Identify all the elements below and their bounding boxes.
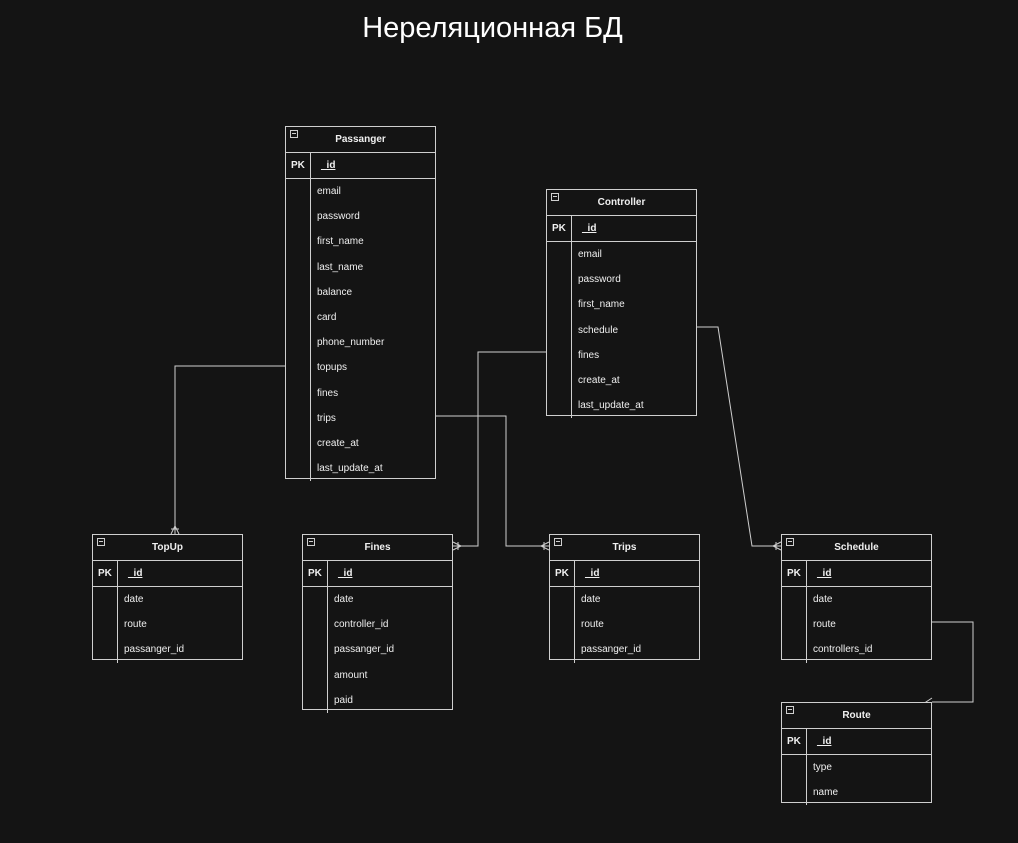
entity-route[interactable]: Route PK _id type name (781, 702, 932, 806)
collapse-icon[interactable] (290, 130, 298, 138)
field-row: passanger_id (334, 644, 395, 656)
field-row: password (578, 274, 621, 286)
pk-field: _id (128, 568, 143, 579)
field-list: date route controllers_id (782, 587, 931, 663)
field-row: email (578, 249, 602, 261)
primary-key-row: PK _id (303, 561, 452, 587)
entity-name: Schedule (834, 542, 879, 553)
link-schedule-route (932, 621, 974, 703)
field-row: date (334, 594, 354, 606)
collapse-icon[interactable] (786, 706, 794, 714)
pk-label: PK (787, 568, 801, 579)
field-row: last_update_at (317, 463, 383, 475)
entity-header[interactable]: Route (782, 703, 931, 729)
pk-label: PK (555, 568, 569, 579)
entity-schedule[interactable]: Schedule PK _id date route controllers_i… (781, 534, 932, 663)
field-row: passanger_id (581, 644, 642, 656)
pk-label: PK (552, 223, 566, 234)
entity-header[interactable]: Schedule (782, 535, 931, 561)
entity-name: TopUp (152, 542, 183, 553)
field-row: fines (578, 349, 600, 361)
field-row: last_update_at (578, 400, 644, 412)
field-row: fines (317, 387, 339, 399)
primary-key-row: PK _id (286, 153, 435, 179)
field-row: schedule (578, 324, 619, 336)
entity-fines[interactable]: Fines PK _id date controller_id passange… (302, 534, 453, 713)
field-row: passanger_id (124, 644, 185, 656)
field-row: type (813, 762, 832, 774)
field-row: route (813, 619, 836, 631)
entity-name: Route (842, 710, 871, 721)
diagram-title: Нереляционная БД (362, 12, 623, 44)
field-row: balance (317, 286, 353, 298)
link-passanger-trips (436, 415, 549, 547)
field-row: last_name (317, 261, 364, 273)
pk-label: PK (291, 160, 305, 171)
field-row: first_name (578, 299, 625, 311)
link-controller-schedule (697, 326, 781, 547)
collapse-icon[interactable] (97, 538, 105, 546)
pk-label: PK (308, 568, 322, 579)
entity-topup[interactable]: TopUp PK _id date route passanger_id (92, 534, 243, 663)
entity-header[interactable]: Passanger (286, 127, 435, 153)
field-row: trips (317, 412, 336, 424)
entity-name: Passanger (335, 134, 386, 145)
entity-header[interactable]: Controller (547, 190, 696, 216)
field-row: name (813, 787, 839, 799)
primary-key-row: PK _id (782, 729, 931, 755)
link-controller-fines (453, 351, 546, 547)
collapse-icon[interactable] (307, 538, 315, 546)
field-list: email password first_name last_name bala… (286, 179, 435, 482)
field-row: create_at (578, 375, 620, 387)
field-row: route (581, 619, 604, 631)
link-passanger-topup (174, 365, 285, 534)
entity-name: Trips (612, 542, 637, 553)
field-list: date route passanger_id (550, 587, 699, 663)
pk-label: PK (787, 736, 801, 747)
primary-key-row: PK _id (547, 216, 696, 242)
primary-key-row: PK _id (93, 561, 242, 587)
field-row: date (124, 594, 144, 606)
field-row: route (124, 619, 147, 631)
field-row: topups (317, 362, 348, 374)
field-list: type name (782, 755, 931, 806)
field-row: email (317, 186, 341, 198)
entity-name: Fines (364, 542, 391, 553)
field-row: amount (334, 669, 368, 681)
field-row: date (581, 594, 601, 606)
collapse-icon[interactable] (554, 538, 562, 546)
field-row: paid (334, 694, 353, 706)
pk-field: _id (817, 736, 832, 747)
entity-controller[interactable]: Controller PK _id email password first_n… (546, 189, 697, 419)
primary-key-row: PK _id (782, 561, 931, 587)
field-row: card (317, 312, 337, 324)
field-list: date route passanger_id (93, 587, 242, 663)
entity-header[interactable]: TopUp (93, 535, 242, 561)
field-list: email password first_name schedule fines… (547, 242, 696, 419)
field-row: phone_number (317, 337, 385, 349)
field-row: create_at (317, 437, 359, 449)
entity-passanger[interactable]: Passanger PK _id email password first_na… (285, 126, 436, 482)
pk-field: _id (582, 223, 597, 234)
collapse-icon[interactable] (786, 538, 794, 546)
field-row: date (813, 594, 833, 606)
field-row: controllers_id (813, 644, 873, 656)
pk-field: _id (817, 568, 832, 579)
field-row: password (317, 211, 360, 223)
pk-field: _id (585, 568, 600, 579)
entity-header[interactable]: Trips (550, 535, 699, 561)
collapse-icon[interactable] (551, 193, 559, 201)
entity-name: Controller (597, 197, 646, 208)
pk-label: PK (98, 568, 112, 579)
pk-field: _id (321, 160, 336, 171)
entity-header[interactable]: Fines (303, 535, 452, 561)
field-row: first_name (317, 236, 364, 248)
primary-key-row: PK _id (550, 561, 699, 587)
pk-field: _id (338, 568, 353, 579)
field-list: date controller_id passanger_id amount p… (303, 587, 452, 713)
entity-trips[interactable]: Trips PK _id date route passanger_id (549, 534, 700, 663)
field-row: controller_id (334, 619, 389, 631)
